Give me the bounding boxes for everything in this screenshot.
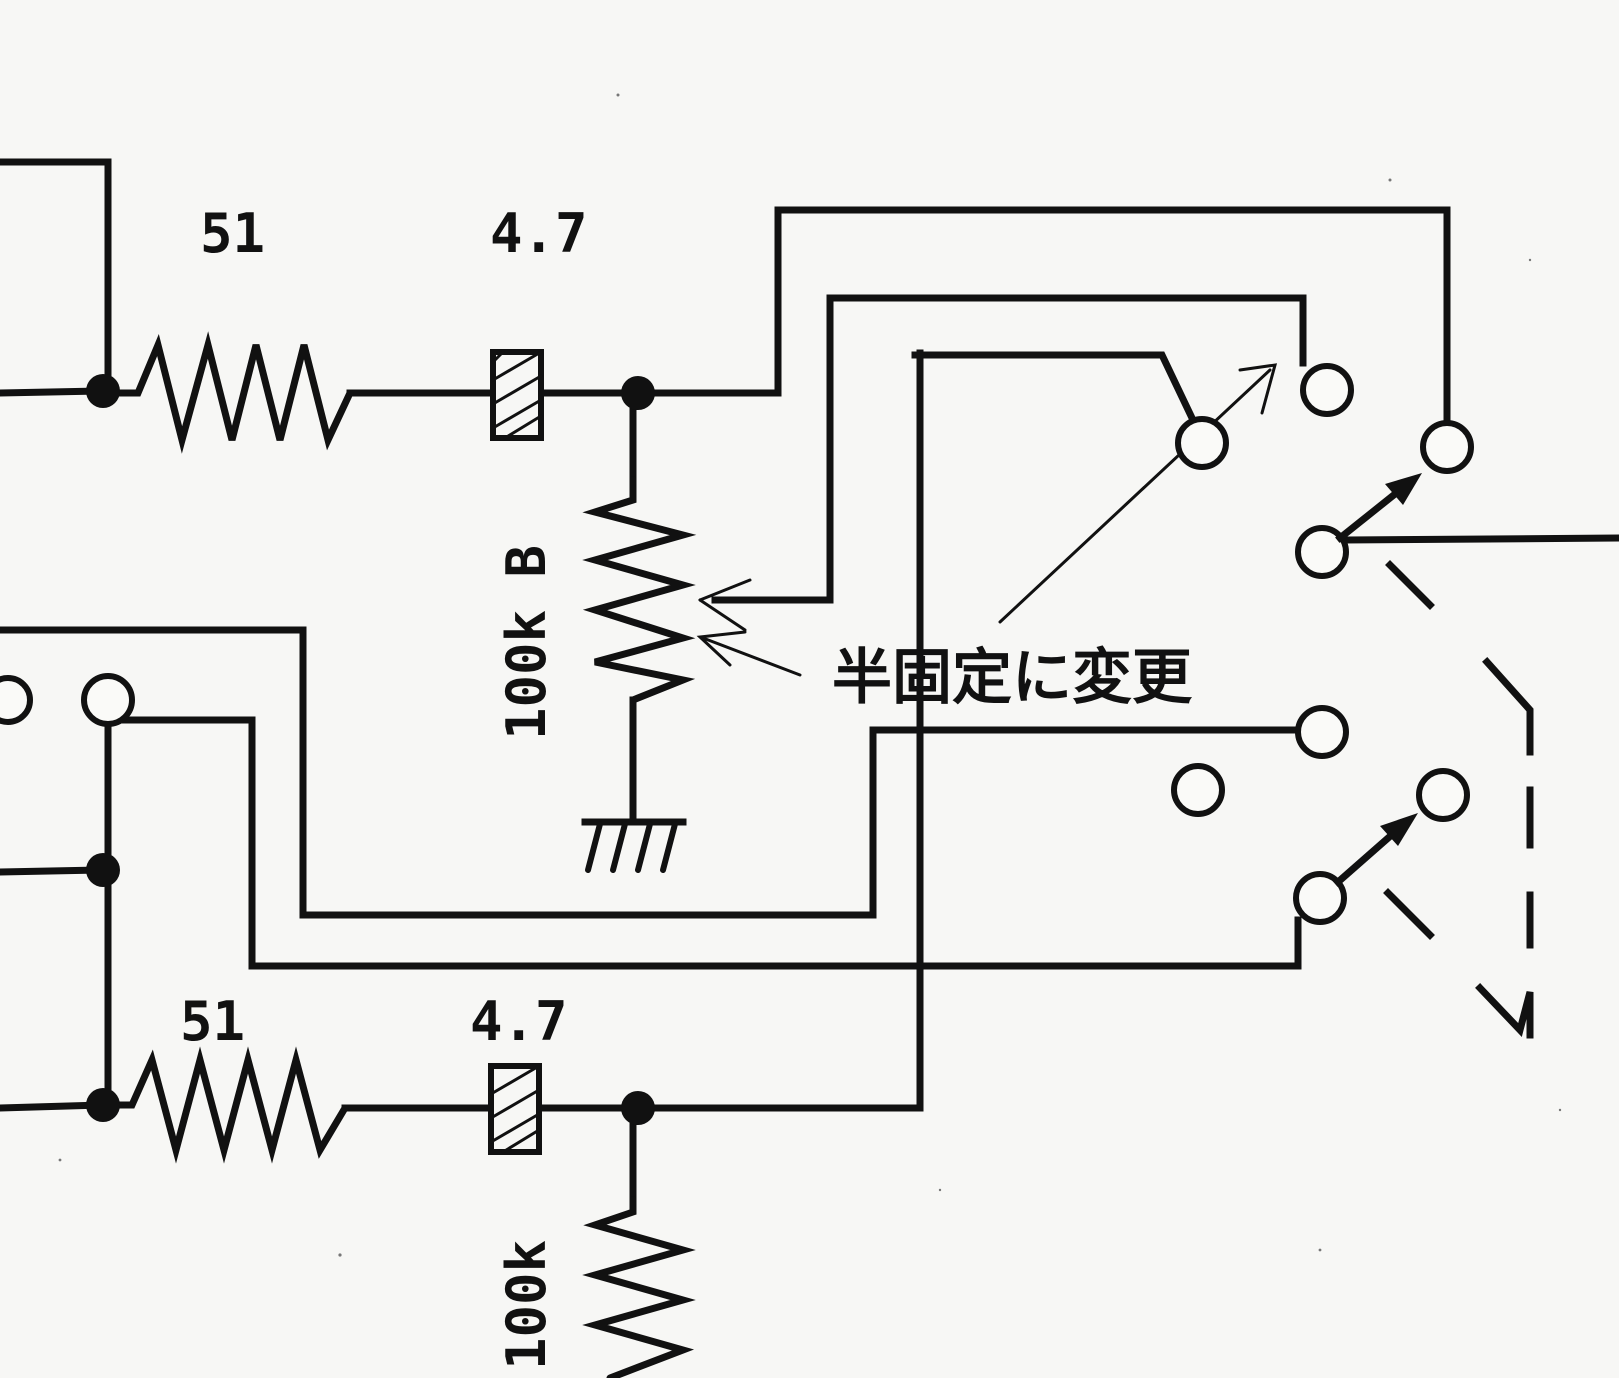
capacitor-c2 xyxy=(488,1063,542,1155)
switch-lever-lower xyxy=(1333,813,1418,887)
capacitor-c2-label: 4.7 xyxy=(470,990,568,1053)
vr1-wiper-arrow xyxy=(698,578,752,632)
potentiometer-vr2-label: 100k xyxy=(495,1240,558,1370)
ground-symbol xyxy=(581,818,687,873)
annotation-pointer xyxy=(696,630,802,677)
annotation-text: 半固定に変更 xyxy=(832,643,1193,713)
junction-dot xyxy=(86,853,120,887)
upper-channel-wires xyxy=(0,158,1619,824)
junction-dot xyxy=(86,1088,120,1122)
capacitor-c1 xyxy=(490,349,544,441)
switch-lead xyxy=(911,351,1197,423)
junction-dot xyxy=(86,374,120,408)
paper-specks xyxy=(58,93,1562,1257)
resistor-r1 xyxy=(99,331,354,454)
resistor-r1-label: 51 xyxy=(200,202,265,265)
switch-ganged-dash xyxy=(1383,888,1435,940)
input-terminal xyxy=(0,675,33,725)
potentiometer-vr1 xyxy=(582,476,697,704)
switch-ganged-dash xyxy=(1475,983,1534,1039)
switch-contacts-lower xyxy=(1171,705,1470,925)
switch-link-arrowhead xyxy=(1238,363,1278,415)
junction-dot xyxy=(621,376,655,410)
input-terminal xyxy=(81,673,135,727)
resistor-r2-label: 51 xyxy=(180,990,245,1053)
switch-contacts-upper xyxy=(1175,363,1474,579)
resistor-r2 xyxy=(99,1046,349,1164)
switch-lever-upper xyxy=(1335,473,1422,543)
junction-dot xyxy=(621,1091,655,1125)
switch-ganged-dash xyxy=(1482,657,1534,756)
potentiometer-vr1-label: 100k B xyxy=(495,545,558,740)
potentiometer-vr2 xyxy=(582,1196,696,1378)
switch-link-arrow xyxy=(998,368,1272,624)
switch-ganged-dash xyxy=(1385,560,1435,610)
capacitor-c1-label: 4.7 xyxy=(490,202,588,265)
lower-channel-wires xyxy=(0,349,1302,1204)
